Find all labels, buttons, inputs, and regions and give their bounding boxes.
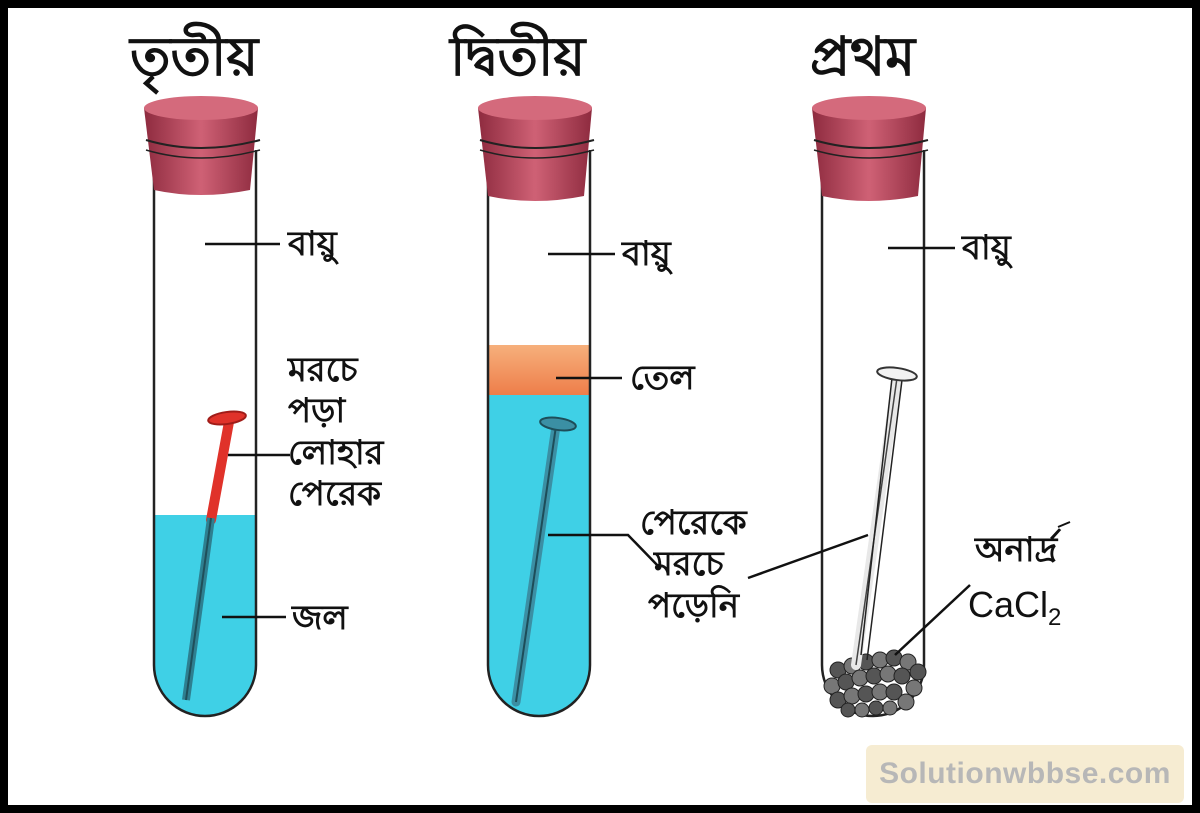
label-cacl2: CaCl2 <box>968 583 1061 632</box>
tube-second <box>478 96 661 718</box>
label-second-air: বায়ু <box>622 234 671 274</box>
tube-third-water <box>154 515 256 716</box>
clean-nail-in-water <box>511 416 577 707</box>
label-cacl2-subscript: 2 <box>1048 604 1062 632</box>
label-water: জল <box>292 598 348 638</box>
title-third: তৃতীয় <box>130 25 259 88</box>
label-rusty-nail-line-2: পড়া <box>288 391 346 432</box>
tube-first <box>747 96 1071 718</box>
label-anhydrous: অনার্দ্র <box>975 530 1058 570</box>
label-rusty-nail: মরচে পড়া লোহার পেরেক <box>288 350 383 516</box>
calcium-chloride-granules <box>823 649 927 718</box>
watermark: Solutionwbbse.com <box>866 745 1184 803</box>
label-rusty-nail-line-3: লোহার <box>288 432 384 473</box>
cork-third <box>144 96 261 195</box>
label-unrusted-nail-line-2: মরচে <box>654 544 724 585</box>
label-unrusted-nail-line-1: পেরেকে <box>640 503 747 543</box>
label-unrusted-nail: পেরেকে মরচে পড়েনি <box>640 503 747 627</box>
tube-third <box>144 96 290 718</box>
label-unrusted-nail-line-3: পড়েনি <box>648 585 740 626</box>
title-second: দ্বিতীয় <box>450 25 586 88</box>
label-third-air: বায়ু <box>288 224 337 264</box>
tube-first-glass <box>820 150 926 718</box>
rusty-nail <box>182 410 247 701</box>
label-rusty-nail-line-4: পেরেক <box>288 474 382 515</box>
tube-third-glass <box>152 150 258 718</box>
label-cacl2-main: CaCl <box>968 584 1049 625</box>
cork-first <box>812 96 929 201</box>
label-oil: তেল <box>630 358 695 398</box>
title-first: প্রথম <box>810 25 916 88</box>
tube-second-glass <box>486 150 592 718</box>
oil-layer <box>488 345 590 395</box>
label-rusty-nail-line-1: মরচে <box>288 350 358 390</box>
cork-second <box>478 96 595 201</box>
label-first-air: বায়ু <box>962 228 1011 268</box>
clean-nail-dry <box>851 366 918 670</box>
